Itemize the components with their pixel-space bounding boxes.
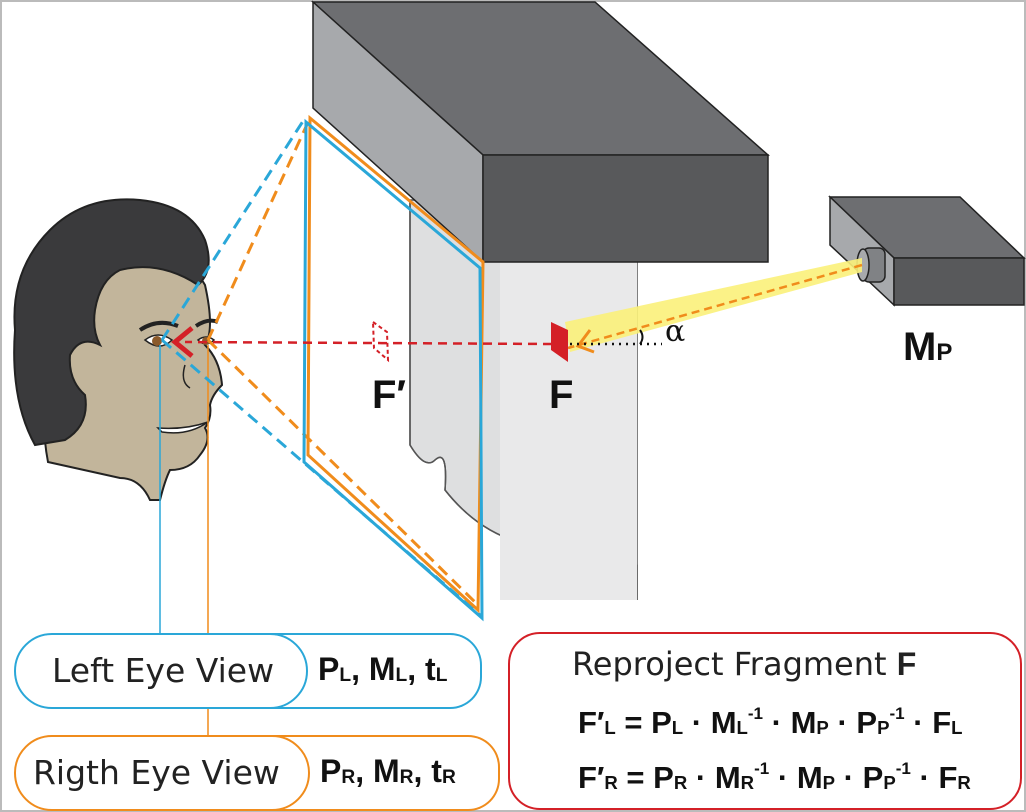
label-f: F <box>549 373 573 417</box>
label-f-prime: F′ <box>372 373 406 417</box>
projector-ray-arrow <box>575 329 595 354</box>
angle-arc <box>639 329 644 345</box>
left-eye-view-pill <box>14 633 308 709</box>
ceiling-block <box>311 0 770 264</box>
viewer-head <box>13 198 224 501</box>
projector-ray <box>567 263 863 350</box>
label-mp: MP <box>903 325 952 369</box>
reproject-equation-right: F′R = PR · MR-1 · MP · PP-1 · FR <box>578 759 971 795</box>
left-eye-view-label: Left Eye View <box>52 651 275 690</box>
projector-beam <box>565 258 862 352</box>
right-eye-frustum <box>206 117 480 607</box>
reproject-title: Reproject Fragment F <box>572 645 917 683</box>
reproject-equation-left: F′L = PL · ML-1 · MP · PP-1 · FL <box>578 704 963 740</box>
right-eye-params: PR, MR, tR <box>320 753 456 789</box>
reproject-box <box>508 632 1022 810</box>
reprojection-ray <box>184 340 553 346</box>
right-eye-view-label: Rigth Eye View <box>33 753 280 792</box>
fragment-f-prime <box>371 320 390 363</box>
reprojection-ray-arrow <box>171 326 194 358</box>
right-eye-view-pill <box>14 735 310 811</box>
fragment-f <box>551 322 568 362</box>
right-eye-params-box <box>262 735 500 811</box>
left-eye-image-plane <box>302 118 484 622</box>
label-alpha: α <box>665 314 685 349</box>
screen-pillar <box>409 199 638 600</box>
projector <box>828 195 1026 307</box>
left-eye-params: PL, ML, tL <box>318 651 448 687</box>
